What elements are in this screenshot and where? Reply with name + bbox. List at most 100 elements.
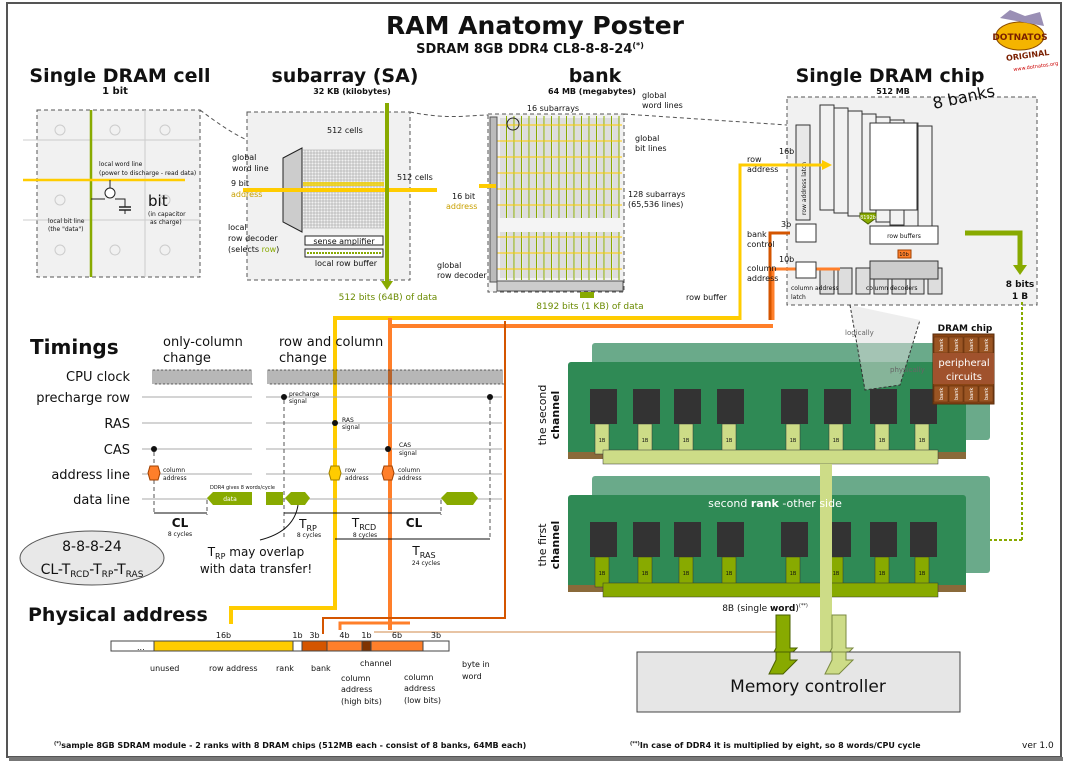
label-col-high-3: (high bits) (341, 697, 382, 706)
row-address-label-2: address (345, 475, 369, 482)
chip-row-address-wire (738, 163, 822, 320)
subarray-address-label: address (231, 190, 262, 199)
timings-title: Timings (30, 335, 119, 359)
bank-control-block (795, 223, 817, 243)
transistor-icon (91, 180, 126, 207)
faint-cell-icon (159, 244, 171, 256)
global-word-lines-label-2: word lines (642, 101, 683, 110)
zoom-connector (409, 111, 489, 118)
column-address-label-2: address (163, 475, 187, 482)
word-line-note: (power to discharge - read data) (99, 170, 196, 177)
data-burst-label: data (223, 496, 237, 503)
physical-bank (963, 385, 979, 403)
global-row-decoder-label: global (437, 261, 461, 270)
chip-byte-label: 1B (642, 571, 649, 577)
overlap-arrow (259, 504, 299, 541)
clock-pulses (267, 369, 504, 385)
cells-side-label: 512 cells (397, 173, 433, 182)
physical-bank-label: bank (984, 339, 990, 351)
bit-label: bit (148, 192, 168, 210)
bank-control-label: bank (747, 230, 767, 239)
data-burst-2 (266, 492, 283, 505)
memory-chip (781, 522, 808, 557)
timing-row-label: CPU clock (66, 370, 130, 385)
address-segment-bits: 4b (339, 631, 349, 640)
address-segment-bits: 1b (292, 631, 302, 640)
address-ellipsis: ... (137, 643, 145, 652)
data-burst (207, 492, 252, 505)
chip-byte-label: 1B (642, 438, 649, 444)
address-segment (370, 640, 424, 652)
column-decoders (869, 260, 939, 280)
poster-subtitle: SDRAM 8GB DDR4 CL8-8-8-24(*) (416, 41, 644, 57)
chip-byte-label: 1B (833, 438, 840, 444)
subarray-title: subarray (SA) (272, 65, 419, 87)
global-word-line-label: global (232, 153, 256, 162)
first-channel-label-2: channel (549, 521, 562, 570)
chip-byte-label: 1B (599, 438, 606, 444)
bank-break (497, 218, 623, 232)
address-segment-bits: 16b (216, 631, 231, 640)
chip-byte-label: 1B (683, 571, 690, 577)
faint-cell-icon (54, 194, 66, 206)
subarray-data-line (385, 103, 389, 283)
local-row-buffer-label: local row buffer (315, 259, 378, 268)
bank-slice (819, 104, 835, 211)
bank-row-buffer-label: row buffer (686, 293, 728, 302)
footnote-2: (**)In case of DDR4 it is multiplied by … (630, 741, 921, 750)
address-segment-bits: 3b (309, 631, 319, 640)
bank-subarray-grid (497, 116, 623, 280)
decoder-bits-box (897, 249, 912, 259)
column-decoders-label: column decoders (866, 285, 918, 292)
column-address-marker-2 (381, 465, 395, 481)
capacitor-icon (119, 206, 131, 214)
address-segment (301, 640, 328, 652)
row-buffer-input-arrow (859, 212, 877, 225)
label-byte-1: byte in (462, 660, 490, 669)
column-decoder-slice (837, 267, 853, 295)
bank-title: bank (569, 65, 622, 87)
chip-output-bits: 8 bits (1006, 280, 1035, 290)
memory-chip (633, 389, 660, 424)
timing-intervals (154, 512, 490, 540)
address-segment (110, 640, 155, 652)
physical-bank (978, 385, 994, 403)
cl-cycles: 8 cycles (168, 531, 192, 538)
address-segment-bits: 1b (361, 631, 371, 640)
faint-cell-icon (54, 124, 66, 136)
chip-byte-label: 1B (919, 571, 926, 577)
bank-control-bus (322, 321, 506, 634)
subarray-column (575, 118, 581, 278)
label-col-high-2: address (341, 685, 372, 694)
chip-data-arrow (1013, 265, 1027, 275)
chip-byte-label: 1B (726, 438, 733, 444)
chip-row-address-bits: 16b (779, 147, 794, 156)
bit-note-1: (in capacitor (148, 211, 186, 218)
faint-cell-icon (54, 244, 66, 256)
memory-controller: Memory controller (636, 651, 961, 713)
row-buffers-label: row buffers (887, 233, 921, 240)
sense-amplifier (304, 235, 384, 246)
decoder-bits-label: 10b (899, 252, 909, 258)
subarray-address-bits: 9 bit (231, 179, 249, 188)
label-channel: channel (360, 659, 392, 668)
timing-row-label: CAS (104, 443, 130, 458)
section-bank: bank 64 MB (megabytes) 16 subarrays glob… (437, 65, 728, 312)
row-column-change-label: row and column (279, 335, 383, 350)
row-decoder-label-1: local (228, 223, 247, 232)
chip-data-wire (965, 230, 1023, 265)
physical-address-title: Physical address (28, 604, 208, 626)
cell-panel (36, 109, 201, 278)
bank-address-label: address (446, 202, 477, 211)
first-channel-front-board (568, 495, 966, 592)
global-bit-lines-label: global (635, 134, 659, 143)
chip-row-address-label: row (747, 155, 762, 164)
timing-row-label: RAS (104, 417, 130, 432)
memory-chip (870, 522, 897, 557)
cl-label-2: CL (406, 516, 423, 530)
buffer-bits-label: 8192b (860, 215, 876, 221)
only-column-change-label-2: change (163, 351, 211, 366)
row-buffers (869, 225, 939, 245)
